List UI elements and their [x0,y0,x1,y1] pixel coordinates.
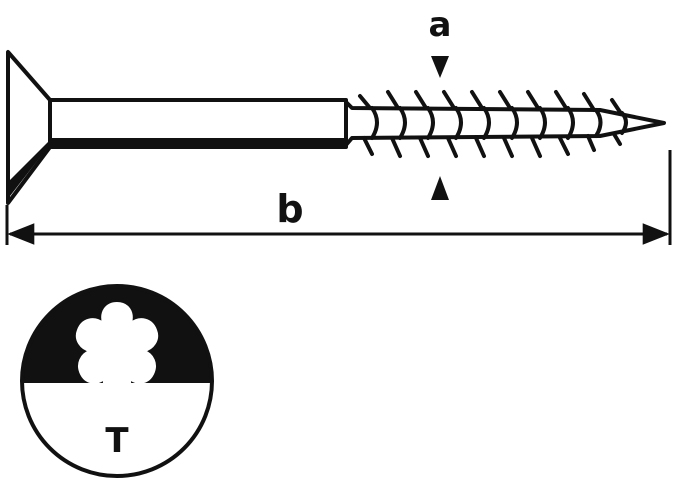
arrow-up-icon [431,176,449,200]
thread-core [344,100,666,147]
label-b: b [276,187,303,231]
arrow-down-icon [431,56,449,78]
thread-crests [358,90,628,158]
dimension-a: a [429,5,452,200]
shank-shadow [52,138,346,146]
drive-label: T [105,421,129,461]
dimension-b [5,150,672,245]
screw-side-view [6,50,666,205]
head-shadow [10,142,48,196]
torx-star-drive-icon: T [20,284,214,478]
label-a: a [429,5,452,45]
torx-star-shape [75,301,159,400]
